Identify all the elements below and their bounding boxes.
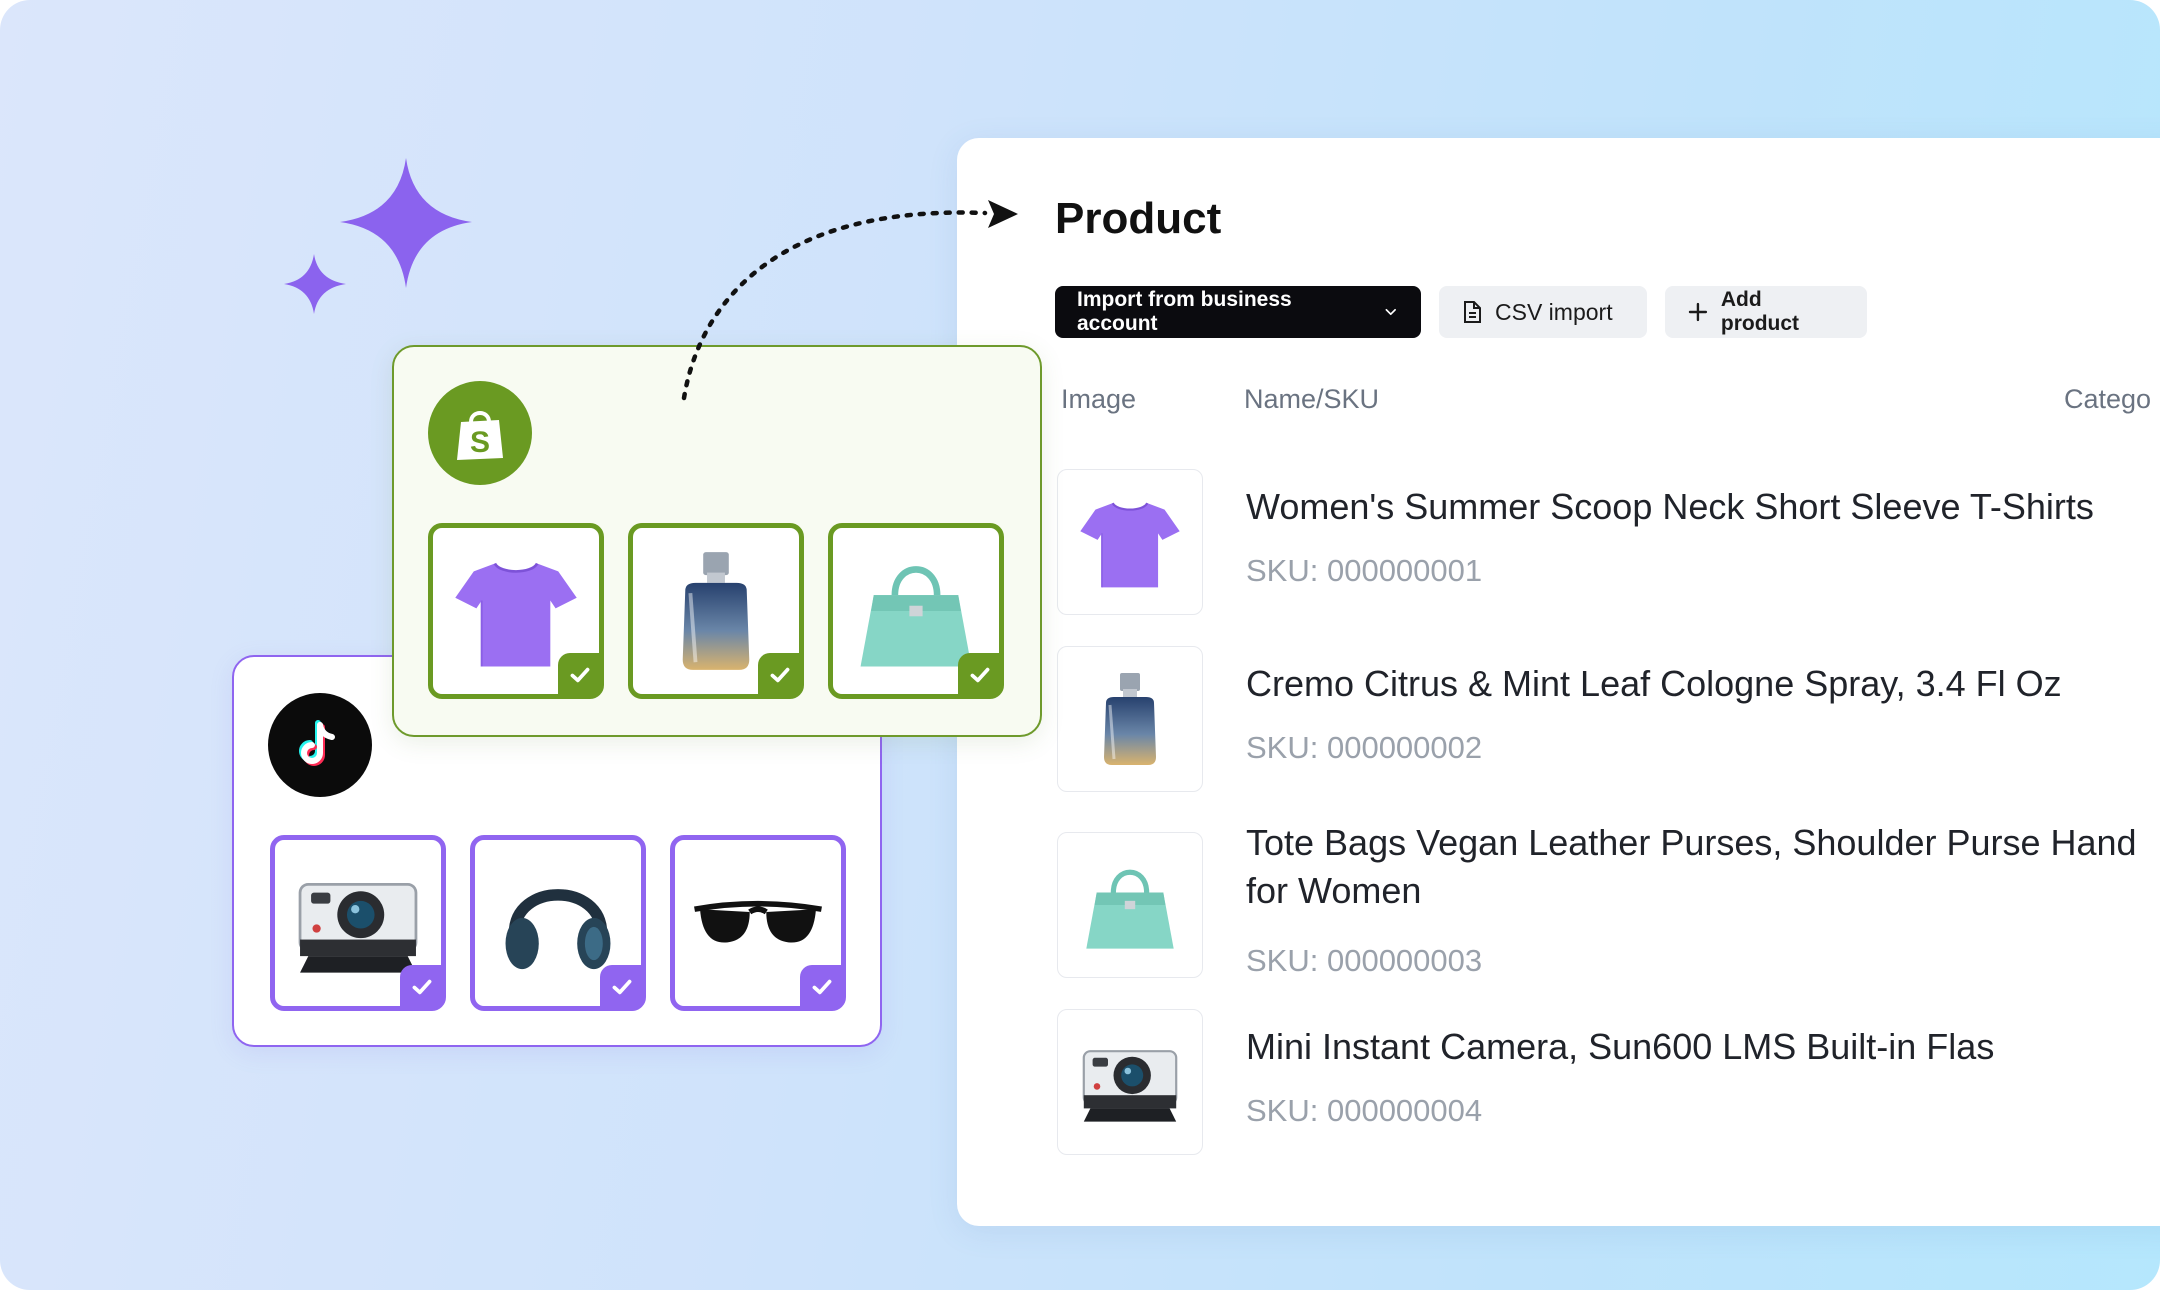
sparkle-large-icon [340,158,472,288]
add-product-label: Add product [1720,288,1800,335]
product-thumbnail [1057,1009,1203,1155]
import-button-label: Import from business account [1077,288,1292,335]
product-name-line-1: Tote Bags Vegan Leather Purses, Shoulder… [1246,822,2137,863]
handbag-image [1078,853,1182,957]
shopify-product-tile-handbag[interactable] [828,523,1004,699]
sparkle-small-icon [284,254,346,314]
tiktok-card [232,655,882,1047]
product-name: Women's Summer Scoop Neck Short Sleeve T… [1246,486,2094,527]
product-sku: SKU: 000000004 [1246,1093,1483,1128]
selected-check-icon [600,965,644,1009]
product-sku: SKU: 000000002 [1246,730,1483,765]
perfume-image [1080,665,1180,773]
shopify-card: S [392,345,1042,737]
page-title: Product [1055,194,1222,243]
selected-check-icon [958,653,1002,697]
shopify-product-tile-tshirt[interactable] [428,523,604,699]
selected-check-icon [758,653,802,697]
product-sku: SKU: 000000003 [1246,943,1483,978]
svg-text:S: S [470,426,490,459]
csv-import-label: CSV import [1495,298,1613,325]
import-business-account-button[interactable]: Import from business account [1055,286,1421,338]
product-sku: SKU: 000000001 [1246,553,1483,588]
column-header-category: Catego [2064,384,2152,414]
product-thumbnail [1057,832,1203,978]
column-header-image: Image [1061,384,1137,414]
add-product-button[interactable]: Add product [1665,286,1867,338]
product-panel: Product Import from business account CSV… [957,138,2160,1226]
selected-check-icon [800,965,844,1009]
column-header-name-sku: Name/SKU [1244,384,1380,414]
product-name-line-2: for Women [1246,870,1422,911]
shopify-bag-icon: S [457,411,503,460]
shopify-logo: S [428,381,532,485]
plus-icon [1688,302,1708,322]
document-icon [1464,301,1481,323]
tiktok-product-tile-sunglasses[interactable] [670,835,846,1011]
selected-check-icon [400,965,444,1009]
shopify-product-tile-perfume[interactable] [628,523,804,699]
product-thumbnail [1057,646,1203,792]
product-thumbnail [1057,469,1203,615]
product-name: Mini Instant Camera, Sun600 LMS Built-in… [1246,1026,1995,1067]
tiktok-product-tile-camera[interactable] [270,835,446,1011]
tiktok-logo [268,693,372,797]
chevron-down-icon [1385,308,1396,316]
csv-import-button[interactable]: CSV import [1439,286,1647,338]
tshirt-image [1076,488,1184,596]
selected-check-icon [558,653,602,697]
product-name: Cremo Citrus & Mint Leaf Cologne Spray, … [1246,663,2062,704]
tiktok-note-icon [299,720,335,766]
camera-image [1075,1027,1185,1137]
tiktok-product-tile-headphones[interactable] [470,835,646,1011]
